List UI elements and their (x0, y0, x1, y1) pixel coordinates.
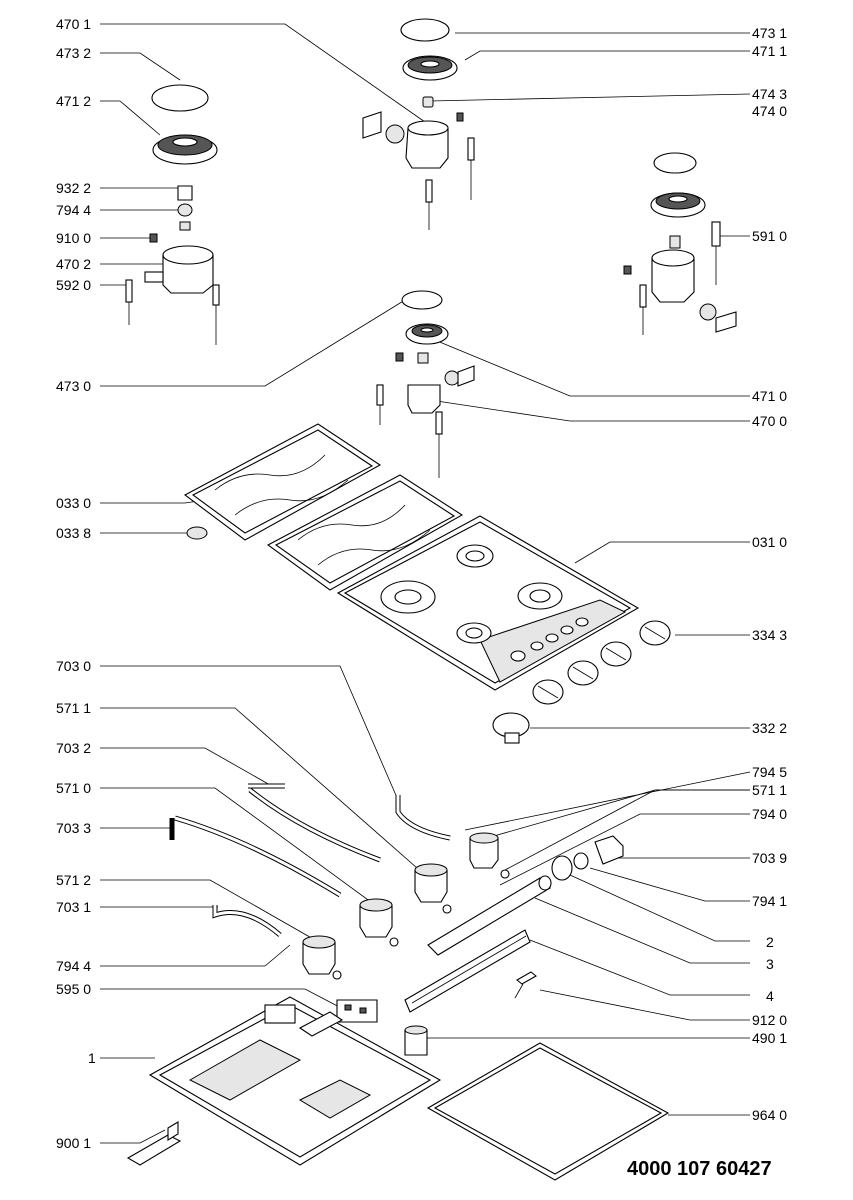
label-470-0: 470 0 (752, 413, 788, 429)
label-473-2: 473 2 (56, 45, 92, 61)
label-964-0: 964 0 (752, 1107, 788, 1123)
gas-taps (302, 832, 510, 980)
document-number: 4000 107 60427 (627, 1158, 772, 1180)
bottom-tray (148, 996, 442, 1166)
fixing-bracket (126, 1121, 182, 1166)
label-703-0: 703 0 (56, 658, 92, 674)
label-3: 3 (766, 956, 774, 972)
control-knobs (492, 620, 671, 744)
label-571-2: 571 2 (56, 872, 92, 888)
label-595-0: 595 0 (56, 981, 92, 997)
label-571-0: 571 0 (56, 780, 92, 796)
label-490-1: 490 1 (752, 1030, 788, 1046)
label-4: 4 (766, 988, 774, 1004)
label-471-0: 471 0 (752, 388, 788, 404)
label-703-1: 703 1 (56, 899, 92, 915)
label-571-1: 571 1 (56, 700, 92, 716)
burner-top-left (125, 84, 220, 345)
label-471-2: 471 2 (56, 93, 92, 109)
label-031-0: 031 0 (752, 534, 788, 550)
burner-right (623, 152, 737, 335)
label-900-1: 900 1 (56, 1135, 92, 1151)
label-033-0: 033 0 (56, 495, 92, 511)
label-033-8: 033 8 (56, 525, 92, 541)
label-334-3: 334 3 (752, 627, 788, 643)
label-471-1: 471 1 (752, 43, 788, 59)
label-591-0: 591 0 (752, 228, 788, 244)
label-470-2: 470 2 (56, 256, 92, 272)
label-794-4-lower: 794 4 (56, 958, 92, 974)
burner-center-small (376, 290, 475, 478)
label-703-2: 703 2 (56, 740, 92, 756)
label-571-1-right: 571 1 (752, 782, 788, 798)
label-1: 1 (88, 1050, 96, 1066)
gas-manifold (404, 835, 624, 1013)
label-470-1: 470 1 (56, 16, 92, 32)
gas-pipes (169, 783, 451, 937)
label-592-0: 592 0 (56, 277, 92, 293)
label-794-4: 794 4 (56, 202, 92, 218)
seal-gasket (426, 1042, 670, 1181)
label-912-0: 912 0 (752, 1012, 788, 1028)
label-473-0: 473 0 (56, 378, 92, 394)
ignition-parts (336, 999, 428, 1056)
label-474-3: 474 3 (752, 86, 788, 102)
pan-supports (183, 423, 464, 591)
label-794-0: 794 0 (752, 806, 788, 822)
label-794-5: 794 5 (752, 764, 788, 780)
burner-top-center (362, 18, 475, 230)
label-332-2: 332 2 (752, 720, 788, 736)
label-473-1: 473 1 (752, 25, 788, 41)
label-794-1: 794 1 (752, 893, 788, 909)
leader-lines (100, 23, 751, 1144)
label-703-3: 703 3 (56, 820, 92, 836)
label-2: 2 (766, 934, 774, 950)
label-932-2: 932 2 (56, 180, 92, 196)
hob-top-plate (336, 515, 640, 691)
label-703-9: 703 9 (752, 850, 788, 866)
label-474-0: 474 0 (752, 103, 788, 119)
label-910-0: 910 0 (56, 230, 92, 246)
